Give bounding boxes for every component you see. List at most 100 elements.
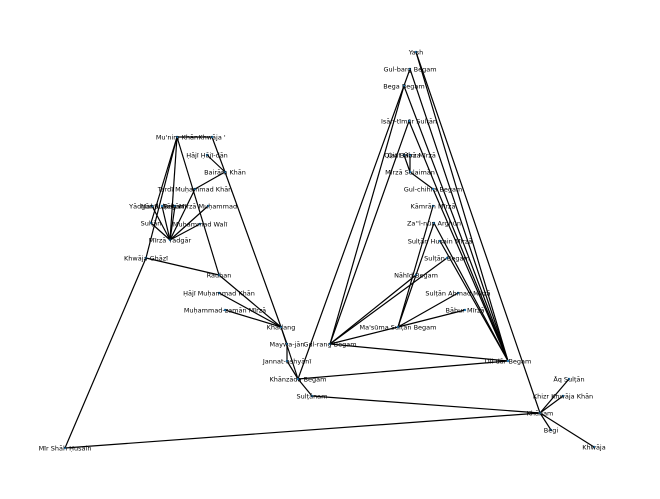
node-mirzayadgar: Mīrzā Yādgār — [149, 236, 192, 244]
node-gulchihra: Gul-chihra Begam — [404, 185, 463, 193]
node-marker — [149, 221, 153, 225]
node-mirzamuhammad: Mīrzā Muḥammad — [179, 202, 237, 210]
node-marker — [549, 428, 553, 432]
node-marker — [217, 291, 221, 295]
edge-mirzasulaiman-gulchihra — [409, 171, 434, 190]
node-bega: Bega Begam — [383, 82, 425, 90]
node-mirshah: Mīr Shāh Ḥusain — [39, 444, 92, 452]
edge-muhammadzaman-khadang — [224, 309, 282, 328]
edge-bega-dildar — [403, 85, 509, 362]
node-label: Ḥājī Muḥammad Khān — [183, 289, 255, 297]
node-nahid: Nāhīd Begam — [394, 271, 438, 279]
node-marker — [463, 308, 467, 312]
edge-hajibegam-bairam — [206, 154, 226, 173]
node-marker — [408, 67, 412, 71]
node-marker — [193, 187, 197, 191]
node-muhammadwali: Muḥammad Walī — [173, 220, 227, 228]
node-label: Mu'nim Khān — [156, 133, 198, 141]
node-marker — [431, 187, 435, 191]
node-marker — [198, 222, 202, 226]
node-label: Kāmrān Mīrzā — [411, 202, 456, 210]
node-marker — [414, 273, 418, 277]
node-marker — [205, 153, 209, 157]
node-marker — [432, 221, 436, 225]
node-khadang: Khadang — [267, 323, 296, 331]
node-label: Yādgār Sulṭān — [128, 202, 175, 210]
edge-jannat-khanzada — [286, 360, 299, 380]
node-marker — [150, 204, 154, 208]
node-label: Muḥammad-zamān Mīrzā — [184, 306, 266, 314]
edge-babur-masuma — [397, 309, 466, 328]
node-label: Khizr Khwāja Khān — [533, 392, 593, 400]
node-label: Bega Begam — [383, 82, 425, 90]
node-sultan: Sulṭān — [141, 219, 162, 227]
edge-gulbarg-khanzada — [297, 68, 411, 380]
node-marker — [206, 204, 210, 208]
node-label: Bairām Khān — [204, 168, 246, 176]
node-marker — [328, 342, 332, 346]
edge-muhammadwali-mirzayadgar — [169, 223, 201, 241]
node-label: Sulṭān Ahmad Mīrzā — [425, 289, 490, 297]
node-label: Za''l-nūn Arghūn — [407, 219, 461, 227]
node-marker — [168, 238, 172, 242]
edge-khadang-hajimuhammad — [218, 292, 282, 328]
node-mayweh: Maywa-jān — [270, 340, 305, 348]
node-marker — [223, 170, 227, 174]
node-label: Tardī Muḥammad Khān — [157, 185, 233, 193]
node-label: Ḥājī Ḥājī-dān — [186, 151, 228, 159]
node-marker — [175, 135, 179, 139]
node-marker — [414, 50, 418, 54]
node-label: Isān-tīmūr Sulṭān — [381, 117, 437, 125]
edge-khadang-khanzada — [280, 326, 299, 380]
edge-isan-dildar — [408, 120, 509, 362]
node-marker — [538, 411, 542, 415]
node-mahdi: Mahdi Sulṭān — [141, 202, 183, 210]
node-label: Yash — [408, 48, 424, 56]
node-label: Sulṭān Husain Mīrzā — [408, 237, 473, 245]
edge-sultanbegam-gulrang — [329, 257, 448, 345]
node-label: Rauhan — [207, 271, 232, 279]
edge-gulbarg-dildar — [409, 68, 509, 362]
edge-begam2-mirzayadgar — [169, 205, 176, 241]
edge-yadgar-mirzayadgar — [151, 205, 171, 241]
node-marker — [506, 359, 510, 363]
node-label: Muḥammad Walī — [173, 220, 227, 228]
edge-nahid-gulrang — [329, 274, 417, 345]
node-marker — [296, 377, 300, 381]
node-label: Maywa-jān — [270, 340, 305, 348]
node-label: Qiat Bābā Mīrzā — [384, 151, 436, 159]
node-label: Mīr Shāh Ḥusain — [39, 444, 92, 452]
node-label: Mīrzā Sulaimān — [385, 168, 435, 176]
node-zainab: Za''l-nūn Arghūn — [407, 219, 461, 227]
edge-khizr-khanam — [539, 395, 564, 414]
node-marker — [279, 325, 283, 329]
node-label: Sulṭān — [141, 219, 162, 227]
node-label: Mīrzā Muḥammad — [179, 202, 237, 210]
node-rauhan: Rauhan — [207, 271, 232, 279]
node-khwaja2: Khwāja ' — [198, 133, 226, 141]
node-label: Khadang — [267, 323, 296, 331]
node-masuma: Ma'sūma Sulṭān Begam — [360, 323, 437, 331]
node-label: Jannat-ashyānī — [262, 357, 311, 365]
edge-isan-gulrang — [329, 120, 410, 345]
node-marker — [217, 273, 221, 277]
edge-sultanahmad-masuma — [397, 292, 459, 328]
node-khizr: Khizr Khwāja Khān — [533, 392, 593, 400]
node-yash: Yash — [408, 48, 424, 56]
node-isan: Isān-tīmūr Sulṭān — [381, 117, 437, 125]
node-label: Sulṭān Begam — [424, 254, 470, 262]
node-sultanhusain: Sulṭān Husain Mīrzā — [408, 237, 473, 245]
edge-khwajaghazi-rauhan — [145, 257, 220, 276]
node-marker — [445, 256, 449, 260]
node-marker — [285, 342, 289, 346]
edge-qiatmirza-mirzasulaiman — [403, 154, 411, 173]
node-muhammadzaman: Muḥammad-zamān Mīrzā — [184, 306, 266, 314]
node-label: Gul-barg Begam — [383, 65, 436, 73]
node-marker — [408, 153, 412, 157]
node-marker — [285, 359, 289, 363]
edge-khanzada-sultanam — [297, 378, 313, 397]
node-marker — [456, 291, 460, 295]
node-label: Khwāja — [582, 443, 605, 451]
node-label: Bābur Mīrzā — [446, 306, 485, 314]
